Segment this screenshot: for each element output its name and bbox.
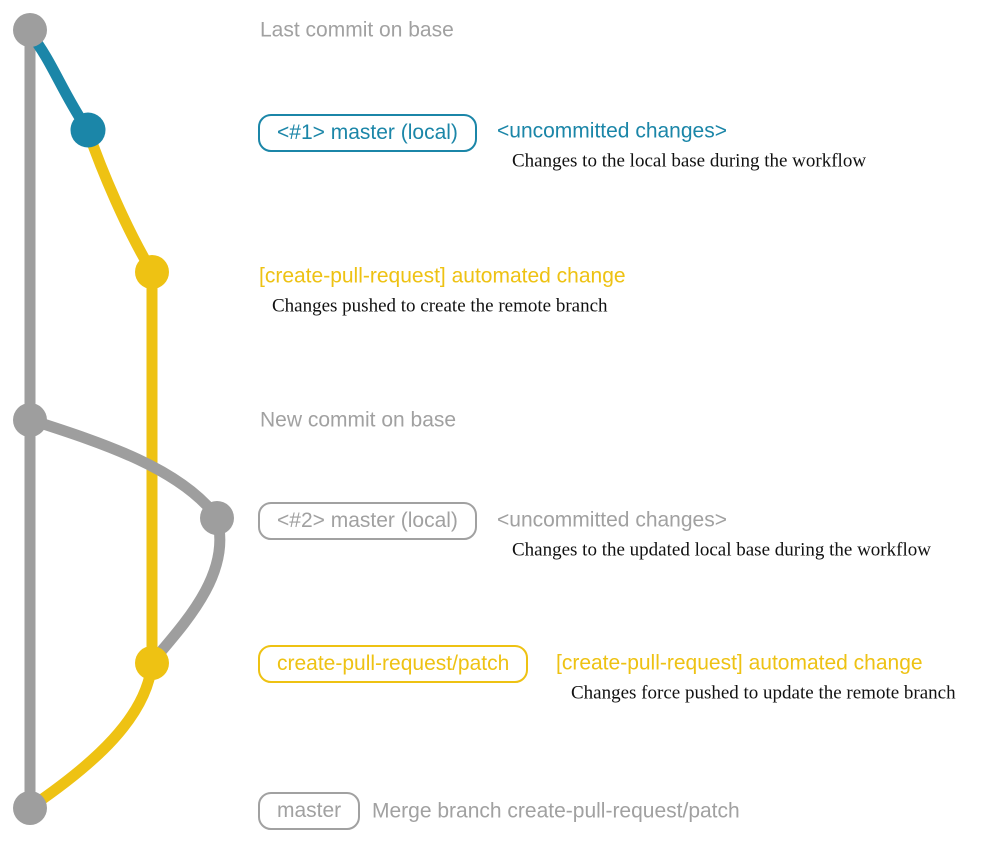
commit-dot-uncommitted-1: [70, 112, 106, 148]
label-uncommitted-changes-1: <uncommitted changes>: [497, 119, 727, 143]
commit-dot-last-base: [13, 13, 47, 47]
commit-dot-new-base: [13, 403, 47, 437]
label-last-commit-on-base: Last commit on base: [260, 18, 454, 42]
label-automated-change-1: [create-pull-request] automated change: [259, 264, 626, 288]
badge-master-local-1: <#1> master (local): [258, 114, 477, 152]
commit-dot-automated-1: [135, 255, 169, 289]
blue-branch-curve: [24, 27, 93, 135]
label-merge-branch: Merge branch create-pull-request/patch: [372, 799, 740, 823]
commit-dot-uncommitted-2: [200, 501, 234, 535]
label-uncommitted-changes-2: <uncommitted changes>: [497, 508, 727, 532]
badge-master-local-2: <#2> master (local): [258, 502, 477, 540]
commit-dot-merge: [13, 791, 47, 825]
badge-master: master: [258, 792, 361, 830]
badge-create-pull-request-patch: create-pull-request/patch: [258, 645, 529, 683]
label-automated-change-2: [create-pull-request] automated change: [556, 651, 923, 675]
commit-dot-automated-2: [135, 646, 169, 680]
gray-branch-curve-1: [25, 414, 222, 522]
yellow-branch-curve-1: [82, 125, 157, 276]
note-automated-change-2: Changes force pushed to update the remot…: [571, 682, 956, 704]
git-graph: [13, 13, 234, 825]
note-uncommitted-changes-2: Changes to the updated local base during…: [512, 539, 931, 561]
gray-branch-curve-2: [147, 513, 226, 667]
note-uncommitted-changes-1: Changes to the local base during the wor…: [512, 150, 867, 172]
yellow-branch-curve-merge: [25, 657, 158, 813]
label-new-commit-on-base: New commit on base: [260, 408, 457, 432]
note-automated-change-1: Changes pushed to create the remote bran…: [272, 295, 608, 317]
